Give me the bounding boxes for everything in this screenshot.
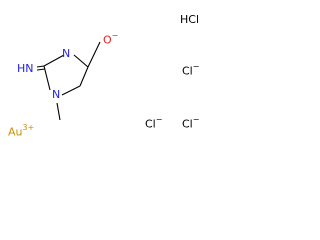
hcl-label: HCl (180, 14, 199, 26)
chloride-2-symbol: Cl (145, 117, 156, 131)
bond-c2-imine-a (36, 65, 45, 68)
bond-nh-c4 (73, 54, 89, 68)
gold-ion-label: Au3+ (8, 123, 35, 139)
chloride-1-charge: − (192, 62, 200, 71)
bond-layer (36, 41, 101, 121)
chloride-label-3: Cl− (182, 115, 200, 131)
oxygen-charge: − (111, 31, 119, 40)
oxygen-symbol: O (103, 33, 112, 47)
chloride-label-2: Cl− (145, 115, 163, 131)
imine-atom-label: HN (17, 63, 34, 75)
gold-symbol: Au (8, 125, 23, 139)
ring-nh-symbol: N (62, 47, 71, 60)
imine-symbol: HN (17, 62, 34, 75)
bond-c4-o (87, 41, 101, 68)
chloride-label-1: Cl− (182, 62, 200, 78)
bond-methyl (56, 102, 61, 121)
ring-n-symbol: N (52, 88, 61, 101)
oxygen-atom-label: O− (103, 31, 119, 47)
bond-c5-ring-n (61, 85, 81, 96)
structure-diagram: O− N HN N HCl Cl− Cl− Cl− Au3+ (0, 0, 223, 154)
bond-c2-nh (43, 54, 65, 67)
gold-charge: 3+ (22, 123, 35, 132)
bond-ring-n-c2 (43, 65, 51, 91)
bond-c4-c5 (79, 66, 89, 87)
ring-n-atom-label: N (52, 89, 60, 101)
chloride-3-charge: − (192, 115, 200, 124)
chloride-3-symbol: Cl (182, 117, 193, 131)
ring-nh-atom-label: N (62, 48, 70, 60)
chloride-2-charge: − (155, 115, 163, 124)
bond-c2-imine-b (36, 68, 46, 71)
chloride-1-symbol: Cl (182, 64, 193, 78)
hcl-text: HCl (180, 13, 200, 26)
